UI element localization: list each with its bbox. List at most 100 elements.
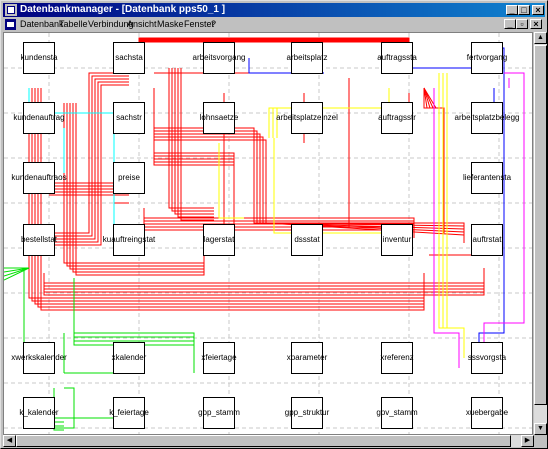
child-restore-icon[interactable]: ▫ — [516, 19, 528, 29]
table-box-kundensta[interactable] — [23, 42, 55, 74]
relationship-line — [423, 87, 445, 233]
table-label: auftrstat — [472, 235, 502, 244]
document-icon[interactable] — [5, 19, 16, 30]
table-label: fertvorgang — [466, 53, 508, 62]
table-box-k-kalender[interactable] — [23, 397, 55, 429]
table-box-inventur[interactable] — [381, 224, 413, 256]
minimize-icon[interactable]: _ — [506, 5, 518, 15]
table-label: sachsta — [115, 53, 143, 62]
relationship-line — [39, 72, 129, 234]
arrow-down-icon[interactable]: ▼ — [534, 423, 547, 435]
relationship-line — [276, 88, 390, 138]
table-label: xfeiertage — [201, 353, 237, 362]
relationship-line — [39, 75, 129, 237]
menu-bar: Datenbank Tabelle Verbindung Ansicht Mas… — [3, 18, 545, 31]
table-label: sssvorgsta — [467, 353, 507, 362]
relationship-line — [138, 40, 410, 67]
table-box-xfeiertage[interactable] — [203, 342, 235, 374]
menu-fenster[interactable]: Fenster — [184, 19, 215, 29]
table-label: k_kalender — [19, 408, 59, 417]
table-label: inventur — [382, 235, 412, 244]
table-label: xparameter — [286, 353, 328, 362]
relationship-line — [4, 267, 30, 281]
relationship-line — [153, 88, 235, 238]
table-box-kundenauftraos[interactable] — [23, 162, 55, 194]
relationship-line — [75, 103, 205, 276]
table-box-k-feiertage[interactable] — [113, 397, 145, 429]
relationship-line — [43, 268, 485, 296]
table-label: lieferantensta — [462, 173, 512, 182]
table-box-xwerkskalender[interactable] — [23, 342, 55, 374]
app-icon[interactable] — [5, 4, 17, 16]
menu-datenbank[interactable]: Datenbank — [20, 19, 64, 29]
table-box-xuebergabe[interactable] — [471, 397, 503, 429]
table-box-dssstat[interactable] — [291, 224, 323, 256]
table-box-auftrstat[interactable] — [471, 224, 503, 256]
table-label: kundensta — [20, 53, 58, 62]
menu-help[interactable]: ? — [211, 19, 217, 29]
relationship-line — [138, 39, 410, 64]
table-label: kundenauftrag — [13, 113, 65, 122]
table-box-sachstr[interactable] — [113, 102, 145, 134]
table-label: xuebergabe — [465, 408, 509, 417]
table-box-lieferantensta[interactable] — [471, 162, 503, 194]
child-minimize-icon[interactable]: _ — [504, 19, 516, 29]
relationship-line — [39, 84, 129, 246]
menu-tabelle[interactable]: Tabelle — [59, 19, 88, 29]
menu-verbindung[interactable]: Verbindung — [88, 19, 134, 29]
menu-maske[interactable]: Maske — [157, 19, 184, 29]
relationship-line — [39, 387, 75, 429]
arrow-left-icon[interactable]: ◀ — [3, 435, 16, 447]
table-box-xkalender[interactable] — [113, 342, 145, 374]
table-label: arbeitsplatz — [286, 53, 328, 62]
table-box-preise[interactable] — [113, 162, 145, 194]
table-box-lagerstat[interactable] — [203, 224, 235, 256]
table-box-arbeitsvorgang[interactable] — [203, 42, 235, 74]
relationship-line — [174, 68, 214, 215]
table-box-arbeitsplatzeinzel[interactable] — [291, 102, 323, 134]
table-label: kundenauftraos — [11, 173, 67, 182]
table-box-gpp-struktur[interactable] — [291, 397, 323, 429]
child-close-icon[interactable]: × — [530, 19, 542, 29]
table-label: gpv_stamm — [376, 408, 418, 417]
table-box-lohnsaetze[interactable] — [203, 102, 235, 134]
table-box-gpv-stamm[interactable] — [381, 397, 413, 429]
vertical-scrollbar[interactable]: ▲ ▼ — [534, 32, 547, 435]
arrow-up-icon[interactable]: ▲ — [534, 32, 547, 44]
table-box-xreferenz[interactable] — [381, 342, 413, 374]
table-label: sachstr — [116, 113, 142, 122]
table-label: kuauftreingstat — [102, 235, 156, 244]
table-box-gpp-stamm[interactable] — [203, 397, 235, 429]
table-label: arbeitsplatzeinzel — [276, 113, 338, 122]
table-box-auftragssta[interactable] — [381, 42, 413, 74]
table-box-bestellstat[interactable] — [23, 224, 55, 256]
close-icon[interactable]: × — [532, 5, 544, 15]
table-box-sachsta[interactable] — [113, 42, 145, 74]
relationship-line — [143, 208, 415, 238]
window-title: Datenbankmanager - [Datenbank pps50_1 ] — [20, 4, 226, 15]
relationship-line — [273, 146, 399, 234]
table-box-kuauftreingstat[interactable] — [113, 224, 145, 256]
table-label: gpp_struktur — [284, 408, 330, 417]
relationship-line — [446, 73, 465, 358]
table-label: arbeitsplatzbelegg — [454, 113, 520, 122]
table-box-arbeitsplatzbelegg[interactable] — [471, 102, 503, 134]
table-box-fertvorgang[interactable] — [471, 42, 503, 74]
title-bar[interactable]: Datenbankmanager - [Datenbank pps50_1 ] … — [3, 3, 545, 17]
horizontal-scrollbar[interactable]: ◀ ▶ — [3, 435, 534, 447]
menu-ansicht[interactable]: Ansicht — [127, 19, 157, 29]
table-box-auftragsstr[interactable] — [381, 102, 413, 134]
table-label: dssstat — [294, 235, 320, 244]
relationship-line — [39, 81, 129, 243]
table-label: preise — [118, 173, 140, 182]
table-box-arbeitsplatz[interactable] — [291, 42, 323, 74]
maximize-icon[interactable]: □ — [518, 5, 530, 15]
table-box-kundenauftrag[interactable] — [23, 102, 55, 134]
table-box-xparameter[interactable] — [291, 342, 323, 374]
vertical-scroll-thumb[interactable] — [534, 45, 547, 405]
arrow-right-icon[interactable]: ▶ — [521, 435, 534, 447]
horizontal-scroll-thumb[interactable] — [16, 435, 511, 447]
table-box-sssvorgsta[interactable] — [471, 342, 503, 374]
